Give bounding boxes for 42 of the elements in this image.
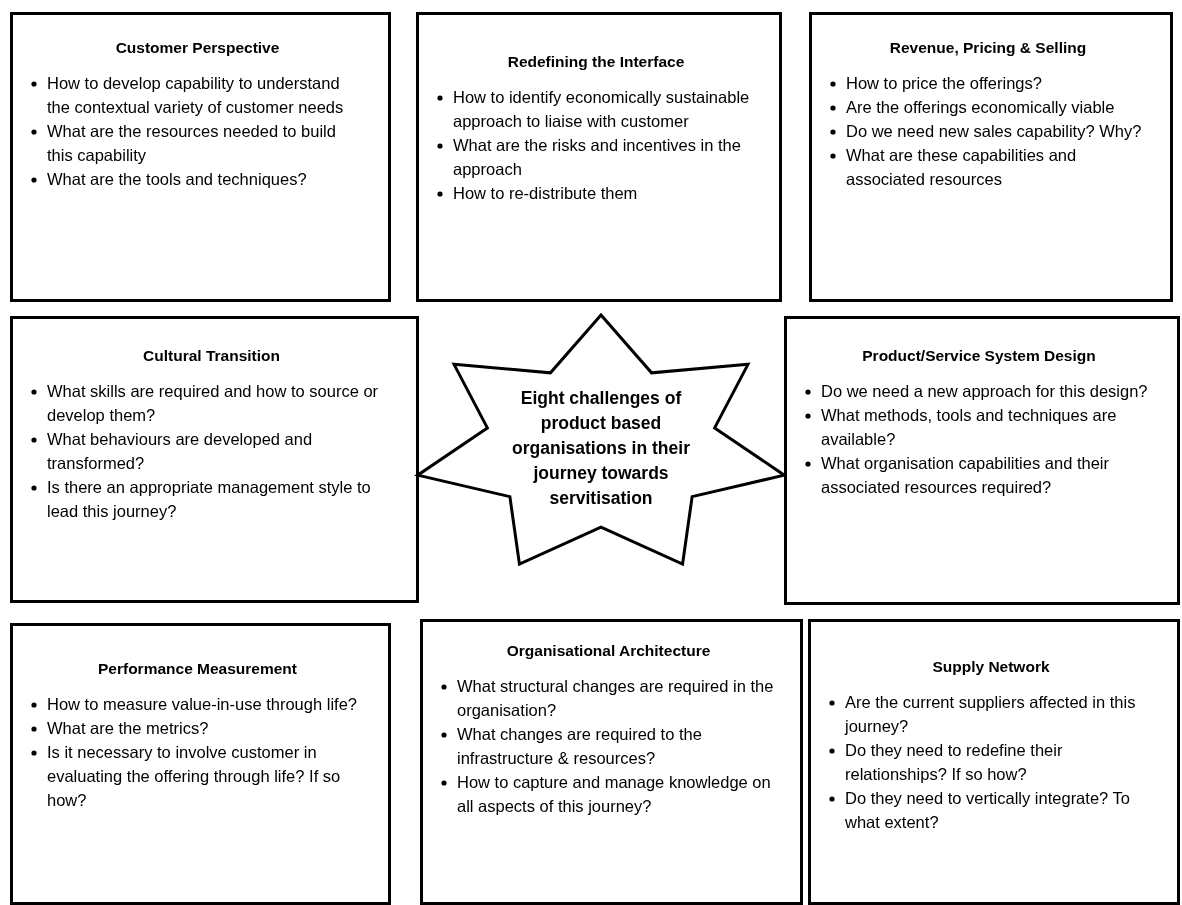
bullet-item: What organisation capabilities and their associated resources required? xyxy=(821,453,1110,498)
bullet-item: What are the resources needed to build this capability xyxy=(47,121,337,166)
bullet-item: How to capture and manage knowledge on all aspects of this journey? xyxy=(457,772,772,817)
box-heading: Redefining the Interface xyxy=(506,53,686,71)
bullet-item: Is there an appropriate management style to lead this journey? xyxy=(47,477,372,522)
box-heading: Cultural Transition xyxy=(142,347,281,365)
bullet-item: Is it necessary to involve customer in evaluating the offering through life? If so how? xyxy=(47,742,342,811)
box-heading: Supply Network xyxy=(931,658,1051,676)
bullet-item: How to re-distribute them xyxy=(453,183,639,204)
box-heading: Performance Measurement xyxy=(97,660,298,678)
challenge-box xyxy=(784,316,1180,605)
bullet-item: What are the tools and techniques? xyxy=(47,169,308,190)
challenge-box xyxy=(10,316,419,603)
bullet-item: What skills are required and how to source or develop them? xyxy=(47,381,380,426)
challenge-box xyxy=(10,623,391,905)
star-text: Eight challenges of product based organisations in their journey towards servitisation xyxy=(511,387,691,510)
challenge-box xyxy=(416,12,782,302)
challenge-box xyxy=(808,619,1180,905)
bullet-item: How to price the offerings? xyxy=(846,73,1043,94)
bullet-item: Do they need to redefine their relationships? If so how? xyxy=(845,740,1064,785)
bullet-item: What structural changes are required in the organisation? xyxy=(457,676,775,721)
box-heading: Customer Perspective xyxy=(114,39,281,57)
bullet-item: Do we need a new approach for this design? xyxy=(821,381,1149,402)
challenge-box xyxy=(420,619,803,905)
box-heading: Organisational Architecture xyxy=(505,642,712,660)
bullet-item: Are the offerings economically viable xyxy=(846,97,1116,118)
box-heading: Revenue, Pricing & Selling xyxy=(888,39,1088,57)
bullet-item: How to identify economically sustainable approach to liaise with customer xyxy=(453,87,751,132)
bullet-item: What are the risks and incentives in the approach xyxy=(453,135,742,180)
bullet-item: What are these capabilities and associated resources xyxy=(846,145,1078,190)
bullet-item: What methods, tools and techniques are available? xyxy=(821,405,1118,450)
bullet-item: Are the current suppliers affected in this journey? xyxy=(845,692,1137,737)
bullet-item: What are the metrics? xyxy=(47,718,210,739)
bullet-item: What behaviours are developed and transformed? xyxy=(47,429,314,474)
bullet-item: Do they need to vertically integrate? To what extent? xyxy=(845,788,1131,833)
bullet-item: What changes are required to the infrastructure & resources? xyxy=(457,724,703,769)
bullet-item: How to measure value-in-use through life? xyxy=(47,694,358,715)
challenge-box xyxy=(10,12,391,302)
bullet-item: Do we need new sales capability? Why? xyxy=(846,121,1143,142)
challenge-box xyxy=(809,12,1173,302)
bullet-item: How to develop capability to understand the contextual variety of customer needs xyxy=(47,73,345,118)
box-heading: Product/Service System Design xyxy=(861,347,1097,365)
